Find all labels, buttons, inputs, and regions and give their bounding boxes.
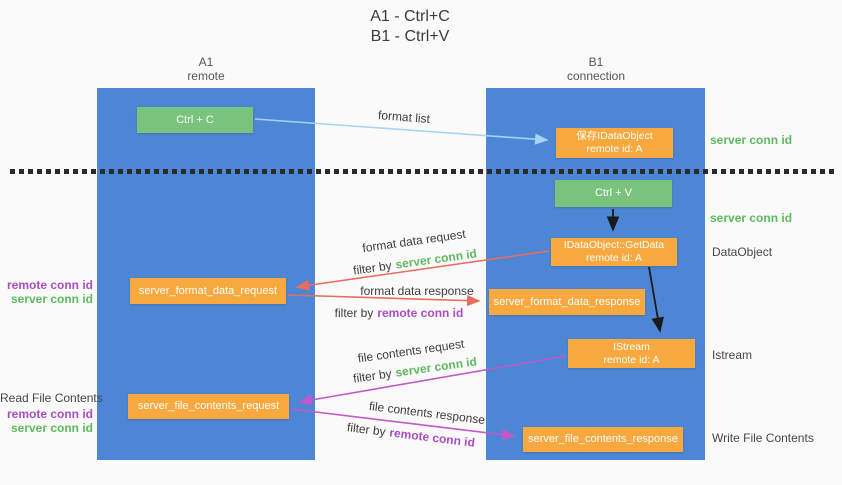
title-line-1: A1 - Ctrl+C [370,8,450,25]
node-server-file-contents-request-label: server_file_contents_request [137,400,280,412]
column-b1-subtitle: connection [566,69,626,83]
node-server-format-data-request: server_format_data_request [130,278,286,304]
column-a1-name: A1 [198,55,214,69]
node-save-idataobject-line2: remote id: A [586,143,643,155]
node-ctrl-v-label: Ctrl + V [595,187,632,199]
node-ctrl-v: Ctrl + V [555,180,672,207]
node-istream-line2: remote id: A [603,353,660,366]
title-line-2: B1 - Ctrl+V [370,28,450,45]
annotation-remote-conn-id-bottom: remote conn id [6,407,93,421]
column-header-a1: A1 remote [146,55,266,83]
annotation-server-conn-id-1: server conn id [710,133,793,147]
label-filter-server-2-prefix: filter by [352,366,393,386]
annotation-server-conn-id-bottom: server conn id [10,421,93,435]
node-server-format-data-response-label: server_format_data_response [493,295,641,308]
node-ctrl-c-label: Ctrl + C [176,113,214,126]
column-b1-name: B1 [588,55,604,69]
node-istream: IStream remote id: A [568,339,695,368]
column-a1-subtitle: remote [187,69,225,83]
annotation-write-file-contents: Write File Contents [712,431,814,445]
label-format-list: format list [377,107,431,127]
node-server-format-data-response: server_format_data_response [489,289,645,315]
label-filter-remote-2-prefix: filter by [346,420,387,439]
annotation-server-conn-id-top: server conn id [10,292,93,306]
node-getdata-line1: IDataObject::GetData [563,239,665,251]
label-filter-server-1-prefix: filter by [352,258,393,278]
annotation-dataobject: DataObject [712,245,773,259]
node-server-file-contents-request: server_file_contents_request [128,394,289,419]
node-save-idataobject: 保存IDataObject remote id: A [556,128,673,158]
node-server-file-contents-response: server_file_contents_response [523,427,683,452]
annotation-server-conn-id-2: server conn id [710,211,793,225]
label-filter-remote-1-value: remote conn id [377,306,464,320]
annotation-remote-conn-id-top: remote conn id [6,278,93,292]
node-getdata: IDataObject::GetData remote id: A [551,238,677,266]
column-header-b1: B1 connection [536,55,656,83]
annotation-read-file-contents: Read File Contents [0,391,103,405]
label-filter-remote-2-value: remote conn id [388,425,476,450]
label-filter-remote-1-prefix: filter by [334,306,374,320]
boundary-dashed-line [10,169,834,174]
node-ctrl-c: Ctrl + C [137,107,253,133]
label-format-data-response: format data response [360,284,474,298]
node-server-format-data-request-label: server_format_data_request [138,284,278,297]
node-save-idataobject-line1: 保存IDataObject [576,130,653,142]
label-filter-server-1-value: server conn id [394,246,478,272]
label-file-contents-response: file contents response [368,398,486,428]
annotation-istream: Istream [712,348,753,362]
node-server-file-contents-response-label: server_file_contents_response [528,433,678,445]
node-getdata-line2: remote id: A [585,252,643,264]
node-istream-line1: IStream [613,340,650,353]
